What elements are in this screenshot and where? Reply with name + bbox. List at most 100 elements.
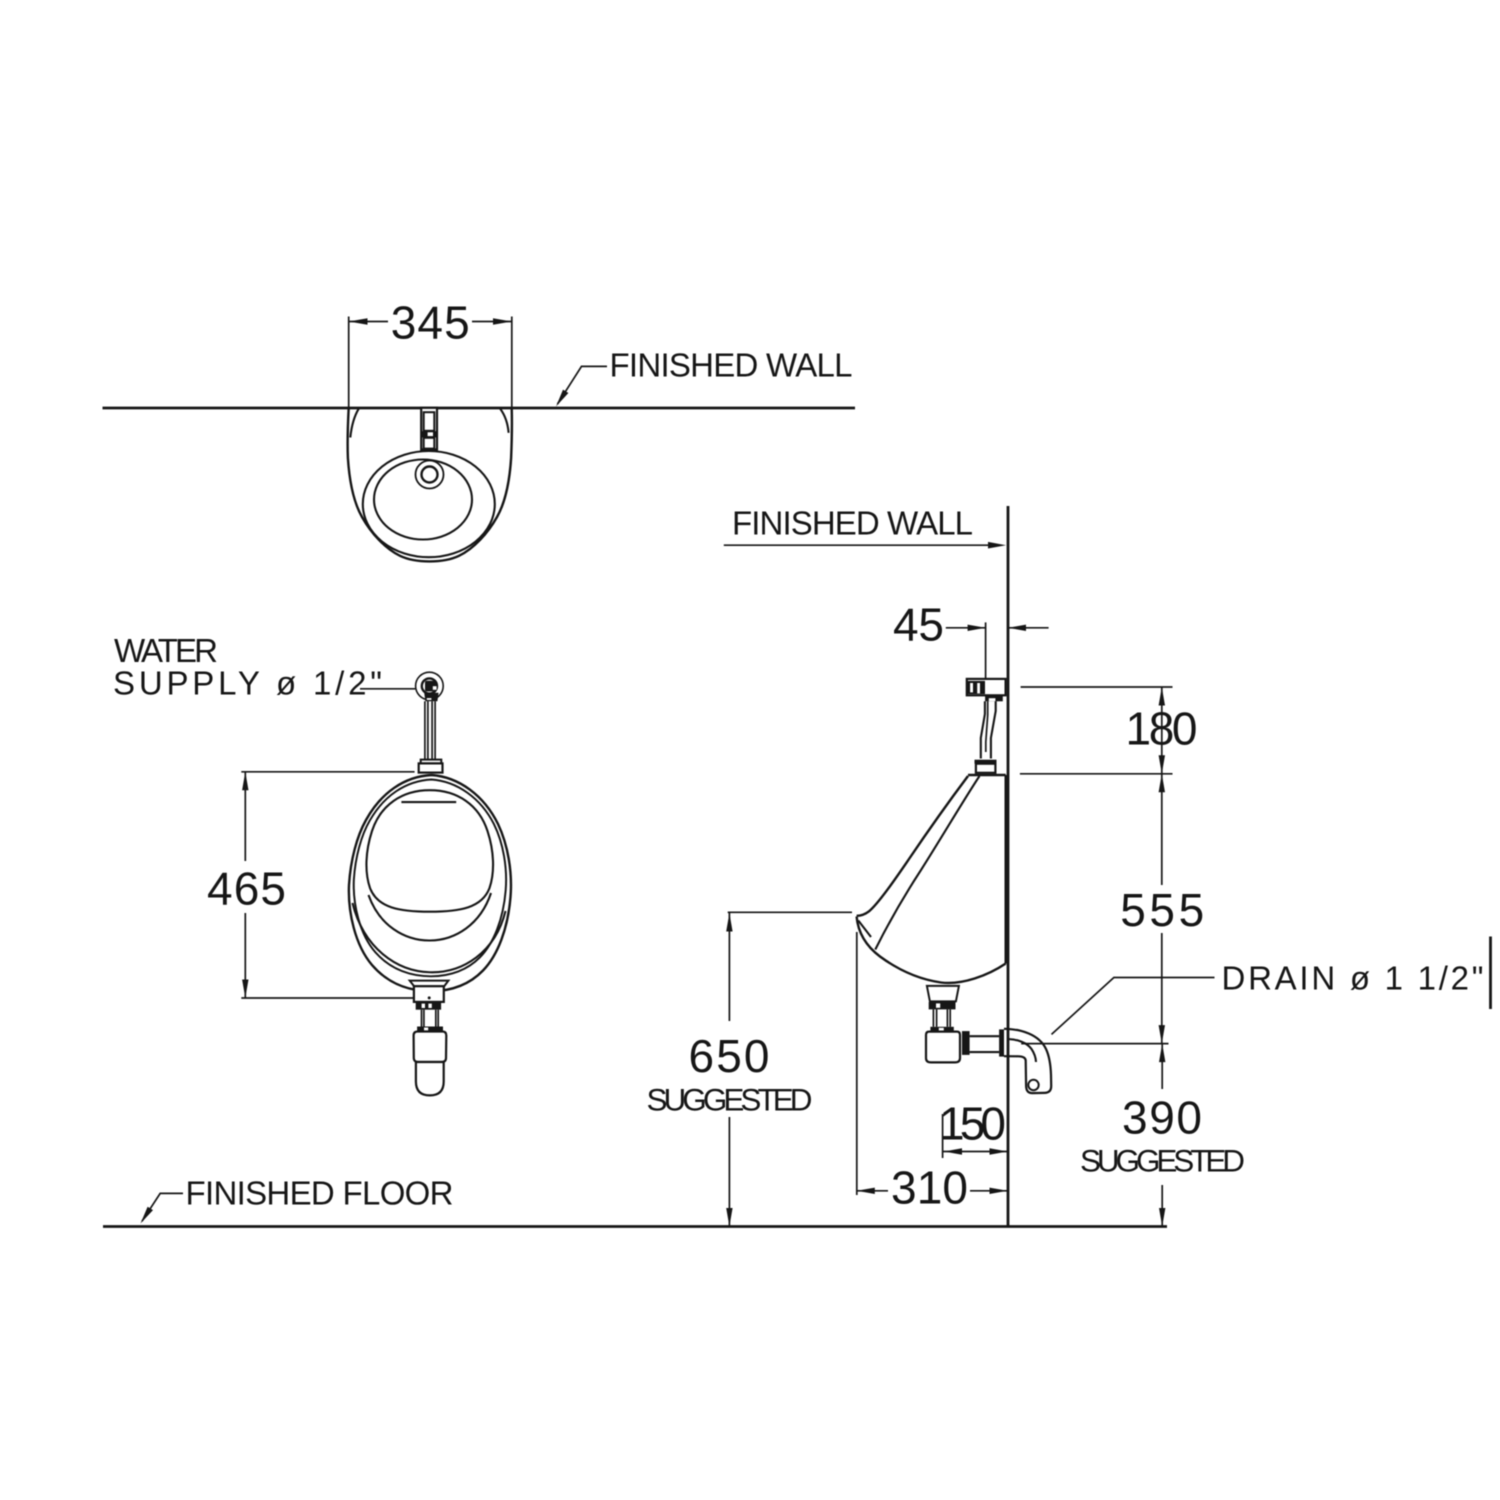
outlet-spud xyxy=(925,984,961,1003)
drain-elbow xyxy=(1003,1027,1053,1095)
side-front-profile xyxy=(856,775,969,917)
arrowhead-up xyxy=(242,771,249,791)
arrowhead-right xyxy=(989,1148,1008,1155)
top-to-drain-dimension: 555 xyxy=(1120,773,1204,1044)
supply-to-top-dimension: 180 xyxy=(1019,686,1198,775)
dimension-text-supply-to-top: 180 xyxy=(1126,703,1198,755)
side-finished-wall-callout: FINISHED WALL xyxy=(723,505,1006,549)
front-bowl-arc-1 xyxy=(367,892,492,942)
flush-pipe-left xyxy=(979,701,986,759)
top-bowl-oval xyxy=(372,458,474,541)
leader-line xyxy=(556,365,607,405)
trap-nut-2-notch xyxy=(424,1027,429,1031)
side-spud-flange xyxy=(974,759,997,764)
water-supply-label-line2: SUPPLY ø 1/2" xyxy=(113,665,382,702)
spud-inner-top xyxy=(422,411,436,432)
trap-body xyxy=(924,1030,962,1064)
arrowhead-down xyxy=(726,1208,733,1227)
trap-nut-1 xyxy=(928,1002,956,1010)
trap-offset-dimension: 150 xyxy=(939,1098,1008,1158)
spud-nut xyxy=(417,762,444,774)
flush-valve xyxy=(965,677,1007,702)
trap-nut-1-notch xyxy=(936,1003,941,1008)
top-width-dimension: 345 xyxy=(347,297,513,407)
finished-wall-label-side: FINISHED WALL xyxy=(732,505,973,542)
arrowhead-up xyxy=(1159,1043,1166,1063)
elbow-outline xyxy=(1003,1027,1053,1095)
arrowhead-up xyxy=(726,913,733,932)
spud-inner-bottom xyxy=(422,436,436,450)
arm-flange-2 xyxy=(999,1029,1004,1057)
flush-pipe xyxy=(974,701,997,774)
arrowhead-right xyxy=(493,318,512,325)
elbow-end-circle xyxy=(1027,1078,1040,1092)
valve-head-slit-b xyxy=(977,683,980,694)
drain-leader xyxy=(1050,976,1215,1036)
dimension-text-drain-height: 390 xyxy=(1122,1092,1202,1144)
side-lip-line xyxy=(857,919,872,938)
top-drain-inner-circle xyxy=(420,465,439,484)
drain-height-dimension: 390 SUGGESTED xyxy=(1080,1043,1245,1227)
side-spud-nut xyxy=(974,762,997,774)
finished-floor-callout: FINISHED FLOOR xyxy=(140,1175,454,1224)
valve-head-slit-a xyxy=(970,683,973,693)
dimension-text-height: 465 xyxy=(207,863,286,915)
top-urinal-outline xyxy=(346,407,514,563)
top-drain-outer-circle xyxy=(414,459,445,490)
front-rim-oval xyxy=(365,789,495,913)
dimension-text-supply-offset: 45 xyxy=(893,599,944,651)
side-bottom-profile xyxy=(855,916,1007,985)
front-bowl-arc-2 xyxy=(351,902,507,974)
top-rim-arc-left xyxy=(349,408,360,438)
side-urinal-body xyxy=(855,773,1007,985)
arrowhead-left xyxy=(944,1148,962,1155)
finished-wall-arrowhead xyxy=(988,541,1006,549)
arrowhead-up xyxy=(1158,687,1165,706)
dimension-text-top-to-drain: 555 xyxy=(1120,884,1204,936)
flush-pipe-middle xyxy=(984,701,989,752)
top-rim-arc-right xyxy=(499,408,510,433)
side-view: FINISHED WALL FINISHED FLOOR 45 xyxy=(103,505,1492,1228)
arrowhead-down xyxy=(1158,755,1165,774)
supply-offset-dimension: 45 xyxy=(893,599,1049,681)
finished-floor-label: FINISHED FLOOR xyxy=(186,1175,454,1212)
arrowhead-left xyxy=(856,1187,875,1194)
supply-nipple xyxy=(425,680,437,692)
leader-arrowhead xyxy=(556,389,569,407)
side-outlet-trap xyxy=(924,984,1004,1064)
front-view: WATER SUPPLY ø 1/2" xyxy=(113,632,513,1097)
dimension-text-depth: 310 xyxy=(891,1162,968,1214)
dimension-text-rim-height: 650 xyxy=(689,1030,770,1082)
side-inner-profile xyxy=(874,775,981,950)
dimension-note-rim-height: SUGGESTED xyxy=(647,1082,813,1118)
water-supply-label-line1: WATER xyxy=(114,632,218,669)
arrowhead-left xyxy=(1008,624,1026,631)
arrowhead-left xyxy=(348,318,368,325)
arrowhead-down xyxy=(242,979,249,998)
front-urinal-outline xyxy=(347,773,513,993)
arrowhead-down xyxy=(1158,1025,1165,1044)
outlet-spud xyxy=(412,985,445,1004)
top-rim-oval xyxy=(361,449,496,559)
arrowhead-right xyxy=(989,1187,1008,1194)
front-outlet-trap xyxy=(407,979,451,1097)
arrowhead-up xyxy=(1158,773,1165,793)
trap-nut-1-notch-b xyxy=(428,1003,432,1008)
trap-nut-2 xyxy=(417,1026,443,1032)
drain-label: DRAIN ø 1 1/2" xyxy=(1222,960,1484,997)
supply-valve-nut xyxy=(424,692,439,702)
top-view: 345 FINISHED WALL xyxy=(102,297,855,563)
top-flush-spud xyxy=(420,406,439,451)
supply-connector xyxy=(414,671,445,702)
supply-pipe xyxy=(417,701,444,774)
arm-flange-1 xyxy=(962,1031,970,1055)
depth-dimension: 310 xyxy=(855,932,1008,1214)
top-finished-wall-callout: FINISHED WALL xyxy=(556,347,853,407)
arrowhead-down xyxy=(1159,1208,1166,1227)
flush-pipe-right xyxy=(989,701,997,759)
dimension-text-width: 345 xyxy=(391,297,470,349)
trap-nut-2-notch xyxy=(938,1027,944,1031)
arrowhead-right xyxy=(967,624,986,631)
